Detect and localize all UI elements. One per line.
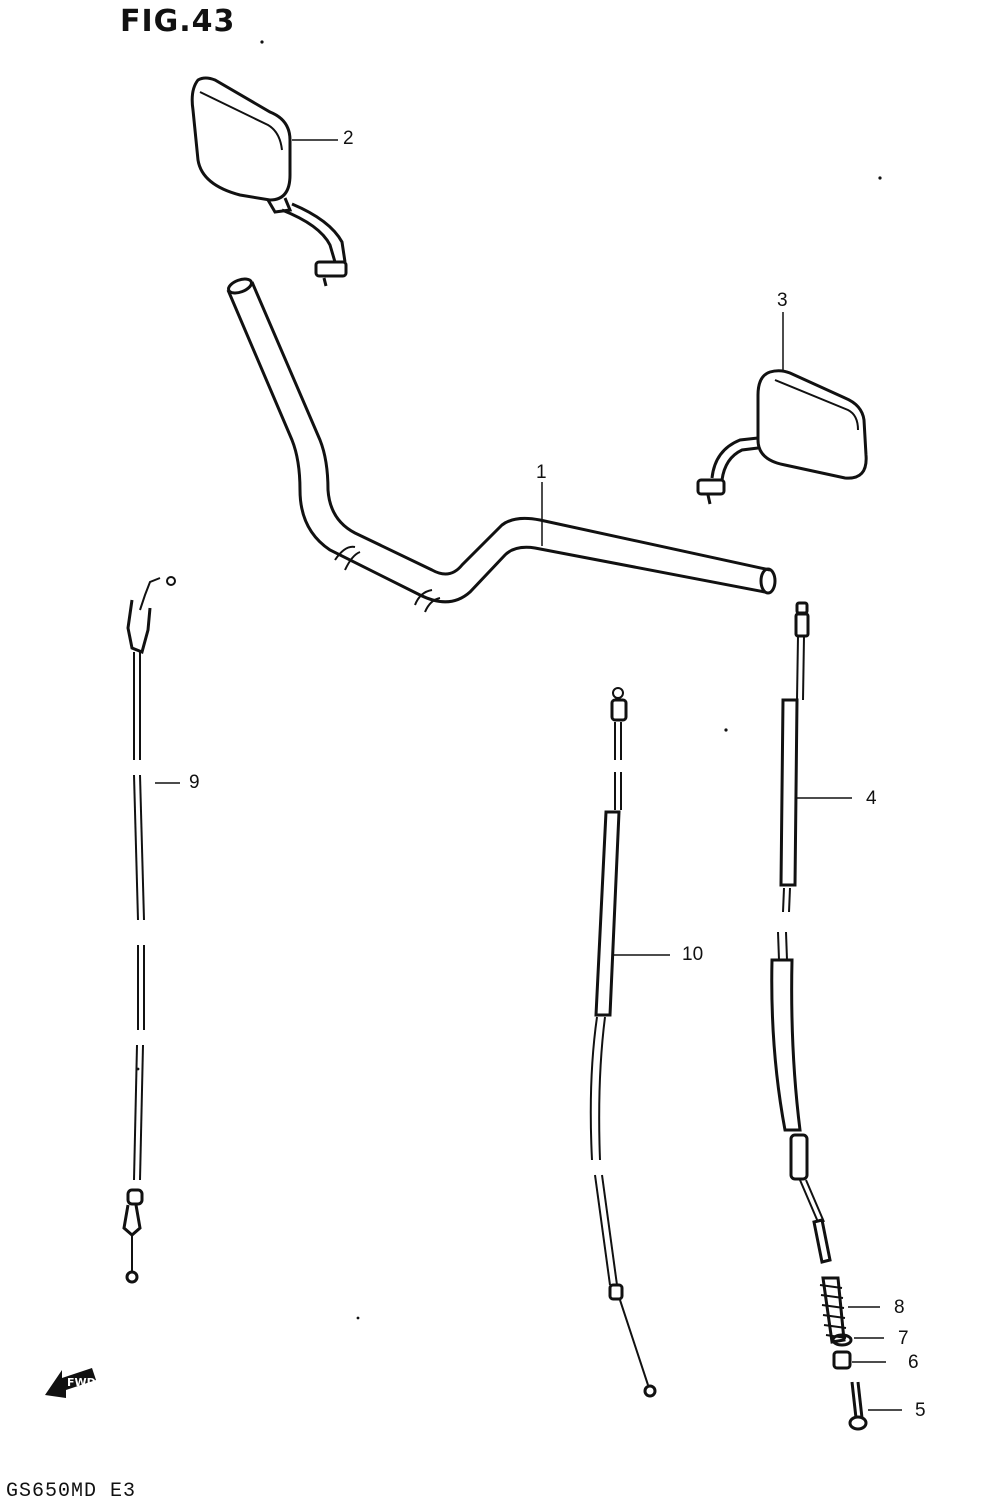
nut-6 (832, 1350, 886, 1370)
bolt-5 (848, 1381, 902, 1431)
handlebar (226, 277, 777, 613)
figure-title: FIG.43 (120, 4, 236, 39)
fwd-arrow-icon: FWD (45, 1368, 96, 1398)
mirror-right (696, 369, 868, 505)
mirror-left (190, 76, 348, 287)
washer-7 (831, 1333, 884, 1347)
callout-2: 2 (343, 128, 354, 149)
callout-7: 7 (898, 1328, 909, 1349)
callout-1: 1 (536, 462, 547, 483)
callout-6: 6 (908, 1352, 919, 1373)
callout-9: 9 (189, 772, 200, 793)
callout-3: 3 (777, 290, 788, 311)
throttle-cable-10 (589, 687, 670, 1398)
callout-5: 5 (915, 1400, 926, 1421)
fwd-label: FWD (67, 1376, 96, 1389)
clutch-cable-4 (770, 601, 852, 1264)
callout-8: 8 (894, 1297, 905, 1318)
throttle-cable-9 (122, 576, 180, 1284)
callout-10: 10 (682, 944, 704, 965)
boot-8 (819, 1276, 880, 1344)
callout-4: 4 (866, 788, 877, 809)
figure-code: GS650MD E3 (6, 1480, 137, 1503)
